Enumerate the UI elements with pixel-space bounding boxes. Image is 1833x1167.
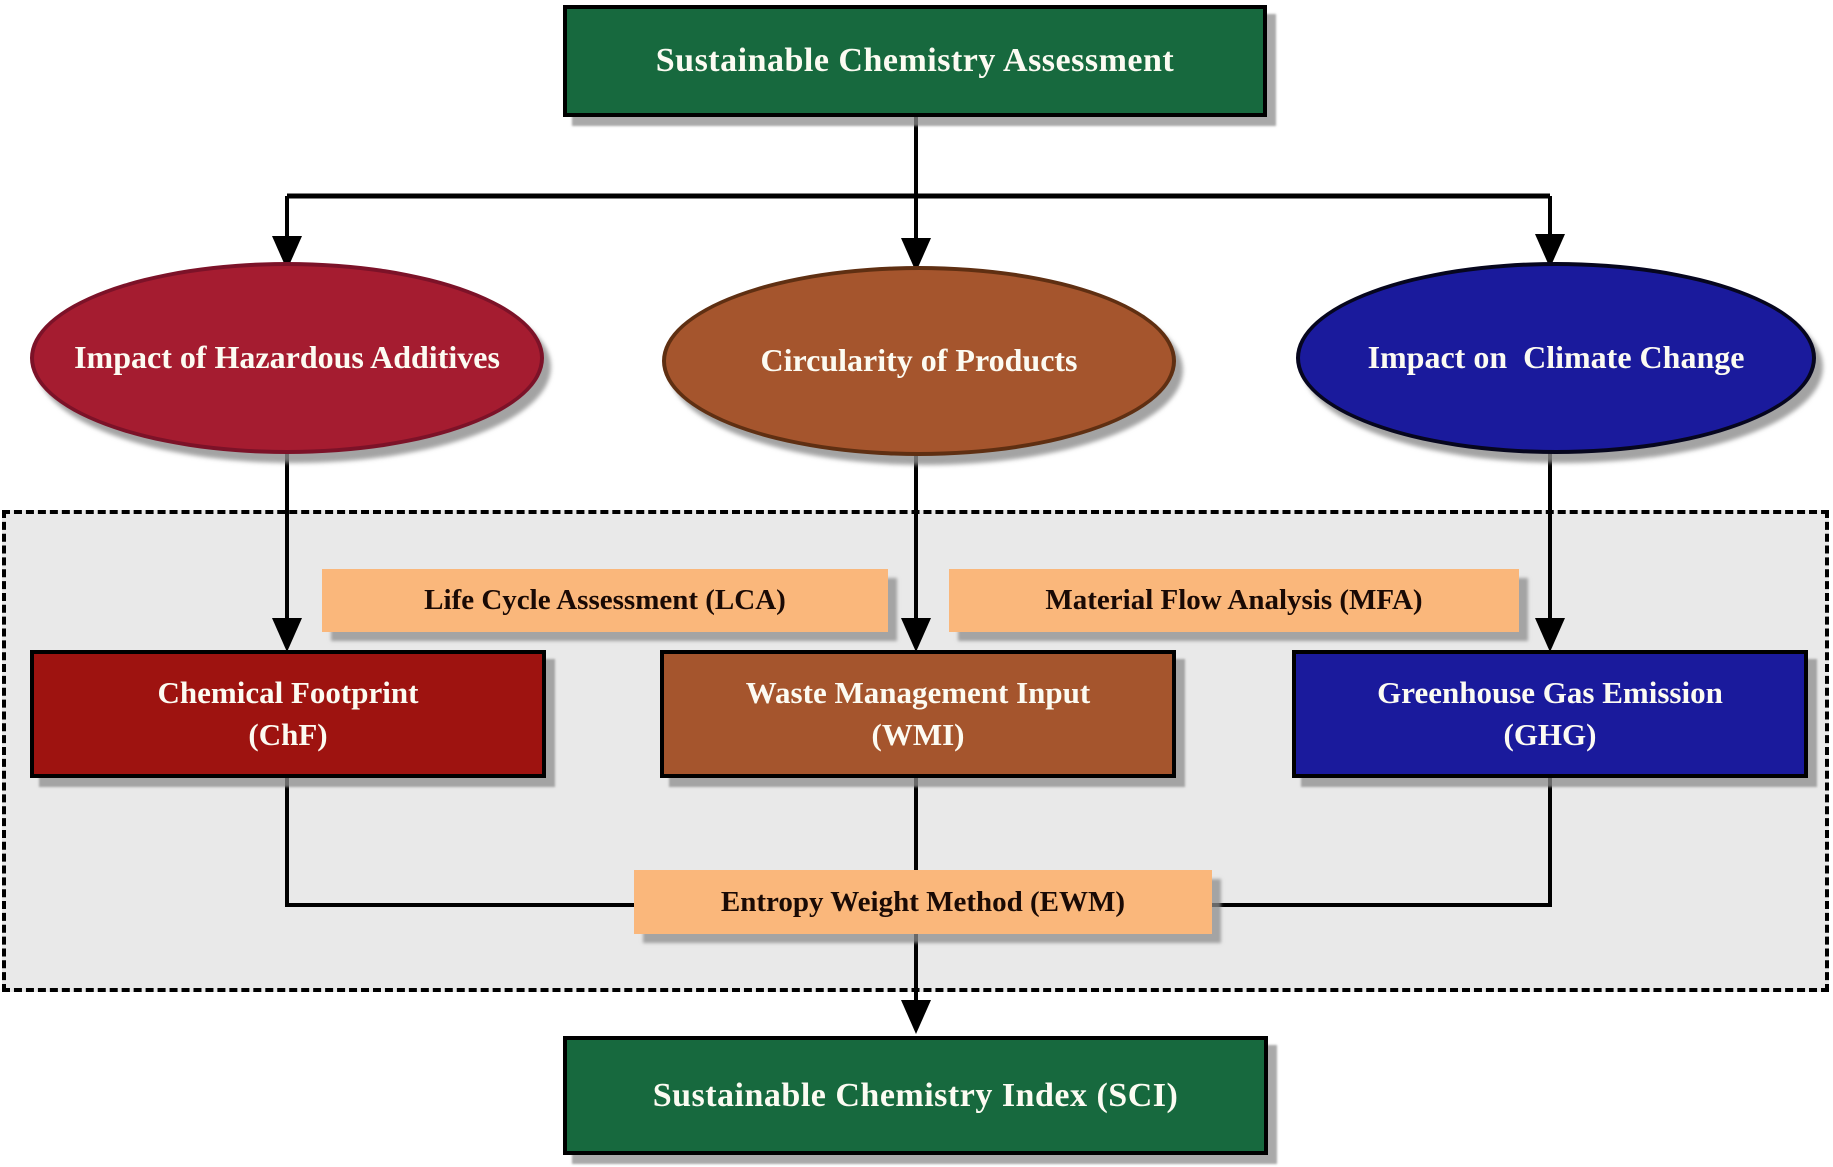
wmi-name: Waste Management Input: [745, 675, 1091, 711]
wmi-box: Waste Management Input (WMI): [660, 650, 1176, 778]
arrowhead-climate: [1535, 234, 1565, 268]
ghg-abbr: (GHG): [1503, 717, 1597, 752]
hazardous-additives-label: Impact of Hazardous Additives: [74, 339, 500, 376]
sci-box: Sustainable Chemistry Index (SCI): [563, 1036, 1268, 1155]
circularity-label: Circularity of Products: [760, 342, 1078, 379]
connector-chf-to-ewm: [285, 778, 636, 907]
ghg-box: Greenhouse Gas Emission (GHG): [1292, 650, 1808, 778]
arrowhead-chf: [272, 618, 302, 652]
hazardous-additives-ellipse: Impact of Hazardous Additives: [30, 262, 544, 454]
arrowhead-hazardous: [272, 236, 302, 270]
mfa-label-box: Material Flow Analysis (MFA): [949, 569, 1519, 632]
mfa-label: Material Flow Analysis (MFA): [1045, 584, 1423, 616]
arrowhead-circularity: [901, 238, 931, 272]
ewm-label: Entropy Weight Method (EWM): [720, 885, 1126, 918]
chf-abbr: (ChF): [248, 717, 328, 752]
chf-box: Chemical Footprint (ChF): [30, 650, 546, 778]
climate-change-ellipse: Impact on Climate Change: [1296, 262, 1816, 454]
climate-change-label: Impact on Climate Change: [1367, 339, 1745, 376]
chf-name: Chemical Footprint: [157, 675, 419, 711]
root-label: Sustainable Chemistry Assessment: [655, 42, 1175, 79]
circularity-ellipse: Circularity of Products: [662, 266, 1176, 456]
lca-label-box: Life Cycle Assessment (LCA): [322, 569, 888, 632]
sci-label: Sustainable Chemistry Index (SCI): [652, 1076, 1179, 1114]
root-box: Sustainable Chemistry Assessment: [563, 5, 1267, 117]
wmi-abbr: (WMI): [871, 717, 965, 752]
connector-ghg-to-ewm: [1210, 778, 1552, 907]
lca-label: Life Cycle Assessment (LCA): [424, 584, 786, 616]
arrowhead-wmi: [901, 618, 931, 652]
ewm-label-box: Entropy Weight Method (EWM): [634, 870, 1212, 934]
ghg-name: Greenhouse Gas Emission: [1377, 675, 1723, 711]
arrowhead-ghg: [1535, 618, 1565, 652]
arrowhead-sci: [901, 1000, 931, 1034]
